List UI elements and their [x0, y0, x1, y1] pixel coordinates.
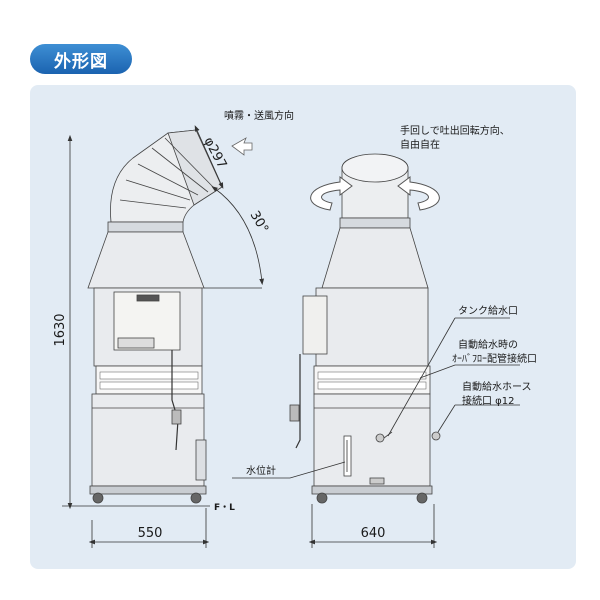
side-view-unit — [87, 129, 223, 504]
duct-collar — [339, 217, 411, 229]
tank-inlet-label: タンク給水口 — [458, 304, 518, 317]
rotation-arrow-icon — [310, 176, 440, 211]
tank-body — [313, 393, 431, 487]
base-frame — [89, 485, 207, 495]
floor-line-label: F・L — [214, 503, 235, 513]
spray-direction-label: 噴霧・送風方向 — [224, 109, 294, 122]
upper-body — [315, 287, 429, 367]
caster-wheel — [316, 492, 328, 504]
caster-wheel — [190, 492, 202, 504]
leader-lines — [232, 317, 520, 479]
caster-wheel — [92, 492, 104, 504]
overflow-label-line1: 自動給水時の — [458, 338, 518, 351]
duct-collar — [107, 221, 184, 233]
front-view-unit — [289, 153, 441, 504]
control-box — [302, 295, 328, 355]
width-right-dimension: 640 — [361, 526, 386, 541]
hose-label-line2: 接続口 φ12 — [462, 394, 515, 407]
rotation-note-line2: 自由自在 — [400, 138, 440, 151]
water-level-gauge — [343, 435, 352, 477]
caster-wheel — [416, 492, 428, 504]
airflow-arrow-icon — [231, 137, 253, 156]
overflow-label-line2: ｵｰﾊﾞﾌﾛｰ配管接続口 — [452, 352, 537, 365]
width-left-dimension: 550 — [138, 526, 163, 541]
height-dimension: 1630 — [53, 313, 68, 346]
hose-connector — [431, 431, 441, 441]
base-frame — [311, 485, 433, 495]
vent-band — [313, 365, 431, 395]
hose-label-line1: 自動給水ホース — [462, 380, 532, 393]
hood-cone — [87, 231, 205, 289]
rotation-note-line1: 手回しで吐出回転方向、 — [400, 124, 510, 137]
section-title: 外形図 — [30, 44, 132, 74]
dimension-lines-right — [308, 504, 438, 548]
angle-dimension: 30° — [247, 209, 272, 236]
tank-inlet-port — [375, 433, 385, 443]
vent-band — [95, 365, 203, 395]
power-cable — [295, 354, 301, 449]
dimension-lines-left — [62, 125, 265, 548]
control-plate — [136, 294, 160, 302]
terminal-strip — [117, 337, 155, 349]
water-gauge-label: 水位計 — [246, 464, 276, 477]
hood-cone — [321, 227, 429, 289]
